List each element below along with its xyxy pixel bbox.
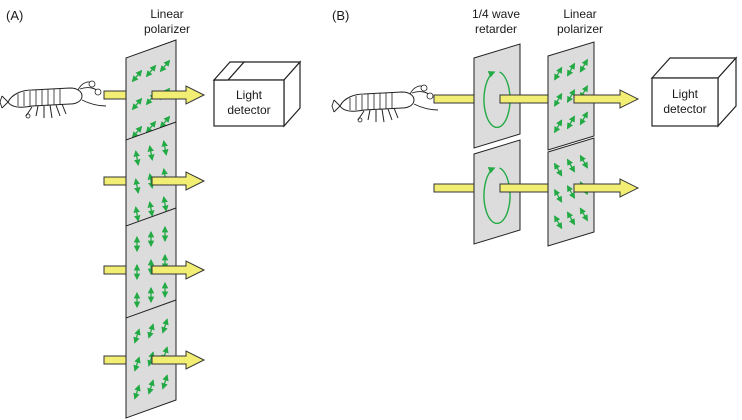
panel-a-polarizer-label-line1: Linear — [150, 7, 183, 21]
polarization-axis-mark — [133, 206, 141, 223]
panel-a-light-arrows — [103, 90, 131, 365]
polarization-axis-mark — [145, 64, 157, 78]
light-ray-arrow — [573, 178, 640, 198]
polarization-axis-mark — [147, 145, 155, 161]
light-ray-shaft — [433, 94, 479, 104]
panel-b-detector-label-line1: Light — [672, 87, 699, 101]
filter-plate — [473, 43, 521, 149]
panel-a-label: (A) — [6, 8, 23, 23]
polarization-axis-mark — [133, 150, 141, 167]
light-ray-arrow — [151, 350, 206, 370]
polarization-axis-mark — [147, 173, 155, 189]
polarization-axis-mark — [554, 66, 563, 81]
polarization-axis-mark — [579, 111, 588, 126]
panel-b-light-arrows — [433, 94, 479, 193]
polarization-axis-mark — [579, 207, 588, 222]
polarization-axis-mark — [566, 158, 576, 173]
polarization-axis-mark — [566, 115, 576, 130]
panel-b-polarizer-label-line1: Linear — [563, 7, 596, 21]
linear-polarizer-plate — [125, 207, 206, 327]
polarization-axis-mark — [159, 59, 171, 73]
linear-polarizer-plate — [125, 121, 206, 241]
panel-a-linear-polarizers — [125, 39, 206, 419]
light-ray-arrow — [151, 85, 206, 105]
linear-polarizer-plate — [547, 41, 640, 151]
polarization-axis-mark — [159, 115, 171, 129]
polarization-axis-mark — [579, 58, 588, 73]
polarization-axis-mark — [133, 178, 141, 195]
polarization-axis-mark — [161, 374, 169, 390]
light-ray-shaft — [499, 183, 553, 193]
polarization-axis-mark — [554, 215, 563, 230]
polarization-axis-mark — [161, 139, 169, 156]
polarization-axis-mark — [145, 120, 157, 134]
quarter-wave-retarder-plate — [473, 43, 521, 149]
polarization-axis-mark — [133, 356, 141, 372]
mantis-shrimp-icon — [331, 84, 439, 123]
polarization-axis-mark — [554, 92, 563, 107]
polarization-axis-mark — [579, 154, 588, 169]
panel-a-polarizer-label-line2: polarizer — [144, 22, 190, 36]
panel-b-detector-label-line2: detector — [663, 102, 706, 116]
polarization-axis-mark — [133, 328, 141, 344]
linear-polarizer-plate — [125, 299, 206, 419]
light-ray-shaft — [499, 94, 553, 104]
light-ray-arrow — [151, 260, 206, 280]
panel-a-detector-label-line2: detector — [227, 103, 270, 117]
filter-plate — [473, 139, 521, 245]
retarder-to-polarizer-ray — [499, 94, 553, 104]
panel-b-retarder-label-line2: retarder — [475, 22, 517, 36]
polarization-axis-mark — [566, 184, 576, 200]
mantis-shrimp-icon — [0, 80, 107, 119]
polarization-axis-mark — [131, 69, 143, 83]
panel-b-light-detector: Light detector — [650, 56, 738, 128]
polarization-axis-mark — [161, 318, 169, 334]
polarization-axis-mark — [147, 379, 155, 395]
polarization-axis-mark — [161, 195, 169, 212]
light-ray-arrow — [573, 89, 640, 109]
linear-polarizer-plate — [547, 137, 640, 247]
circular-arrow — [483, 71, 511, 129]
quarter-wave-retarder-plate — [473, 139, 521, 245]
circular-arrow — [483, 167, 511, 225]
light-ray-shaft — [433, 183, 479, 193]
polarization-axis-mark — [133, 384, 141, 400]
polarization-axis-mark — [554, 162, 563, 177]
polarization-axis-mark — [566, 88, 576, 104]
panel-b-label: (B) — [332, 8, 349, 23]
polarization-axis-mark — [566, 211, 576, 226]
polarization-axis-mark — [131, 125, 143, 139]
panel-a-light-detector: Light detector — [212, 60, 302, 128]
retarder-to-polarizer-ray — [499, 183, 553, 193]
polarization-axis-mark — [554, 119, 563, 134]
panel-a-detector-label-line1: Light — [236, 88, 263, 102]
light-ray-arrow — [151, 171, 206, 191]
panel-b-filters — [473, 41, 640, 247]
panel-b-polarizer-label-line2: polarizer — [557, 22, 603, 36]
polarization-axis-mark — [566, 62, 576, 77]
panel-b-retarder-label-line1: 1/4 wave — [472, 7, 520, 21]
polarization-axis-mark — [147, 351, 155, 367]
polarization-axis-mark — [554, 188, 563, 203]
polarization-axis-mark — [147, 323, 155, 339]
polarization-axis-mark — [131, 97, 143, 111]
polarization-axis-mark — [147, 201, 155, 217]
